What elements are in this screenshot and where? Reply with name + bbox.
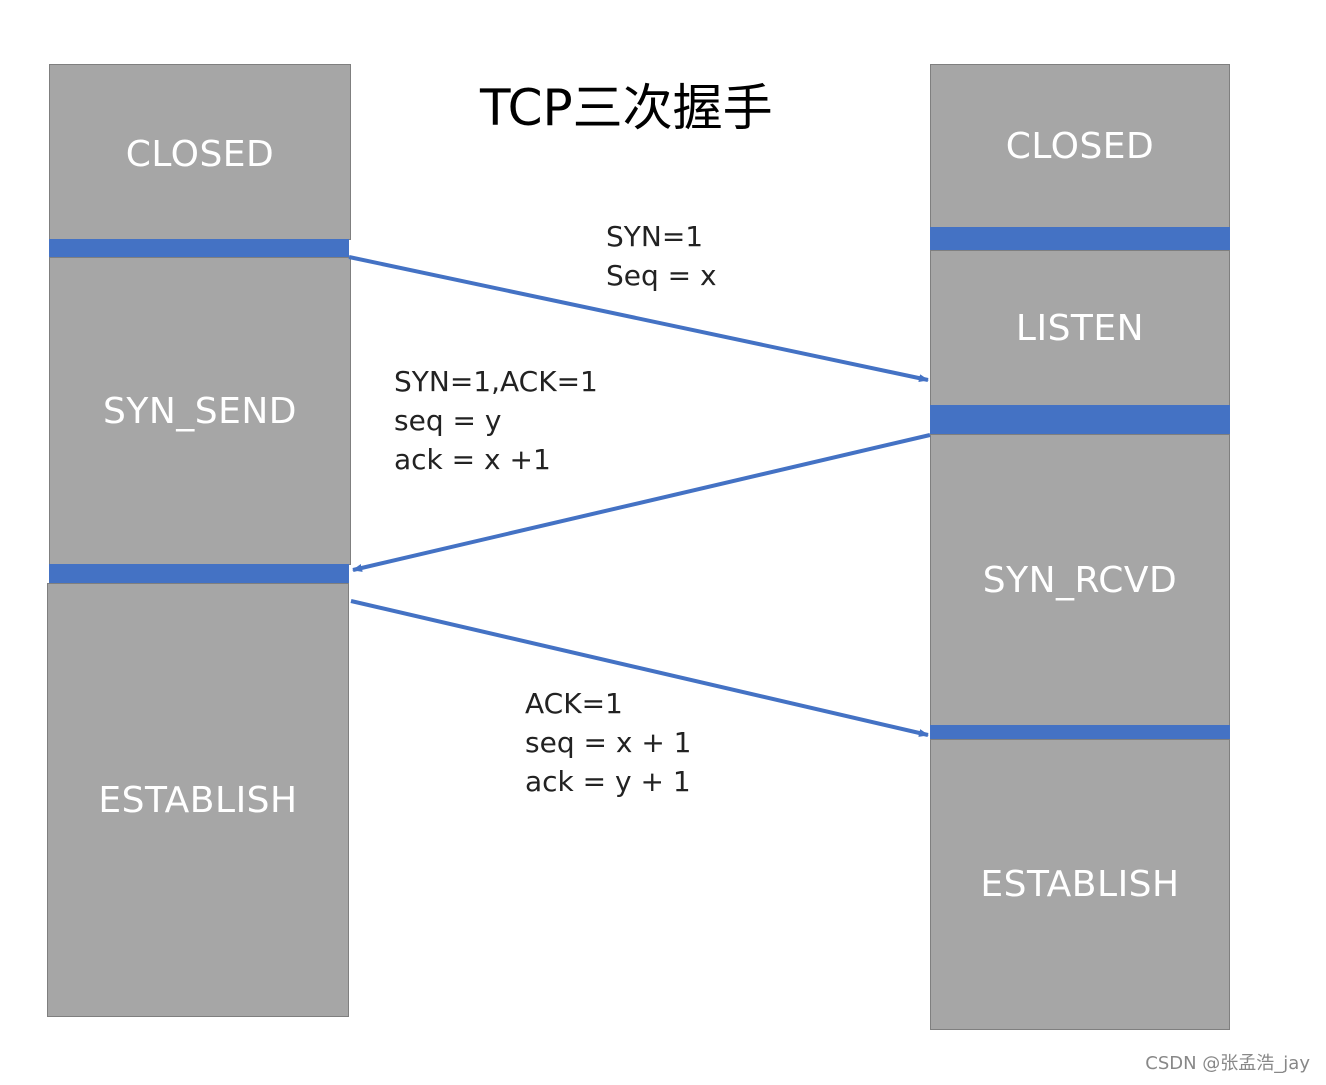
message-line: ACK=1 bbox=[525, 687, 623, 720]
message-line: ack = y + 1 bbox=[525, 765, 691, 798]
server-state-closed: CLOSED bbox=[930, 64, 1230, 228]
message-line: ack = x +1 bbox=[394, 443, 551, 476]
client-state-closed: CLOSED bbox=[49, 64, 351, 240]
client-transition-bar bbox=[49, 564, 349, 583]
message-line: SYN=1 bbox=[606, 220, 704, 253]
server-state-establish: ESTABLISH bbox=[930, 739, 1230, 1030]
message-line: seq = x + 1 bbox=[525, 726, 692, 759]
server-transition-bar bbox=[930, 725, 1230, 739]
syn-arrow bbox=[348, 255, 929, 383]
server-transition-bar bbox=[930, 227, 1230, 250]
client-state-establish: ESTABLISH bbox=[47, 583, 349, 1017]
server-transition-bar bbox=[930, 405, 1230, 434]
syn-ack-arrow bbox=[352, 433, 931, 572]
message-line: seq = y bbox=[394, 404, 502, 437]
diagram-title: TCP三次握手 bbox=[480, 79, 773, 137]
server-state-syn-rcvd: SYN_RCVD bbox=[930, 434, 1230, 726]
client-transition-bar bbox=[49, 239, 349, 257]
syn-ack-message-label: SYN=1,ACK=1 seq = y ack = x +1 bbox=[394, 362, 598, 479]
message-line: Seq = x bbox=[606, 259, 717, 292]
client-state-syn-send: SYN_SEND bbox=[49, 257, 351, 565]
syn-message-label: SYN=1 Seq = x bbox=[606, 217, 717, 295]
ack-message-label: ACK=1 seq = x + 1 ack = y + 1 bbox=[525, 684, 692, 801]
message-line: SYN=1,ACK=1 bbox=[394, 365, 598, 398]
server-state-listen: LISTEN bbox=[930, 250, 1230, 406]
watermark: CSDN @张孟浩_jay bbox=[1145, 1053, 1310, 1074]
ack-arrow bbox=[350, 599, 929, 737]
